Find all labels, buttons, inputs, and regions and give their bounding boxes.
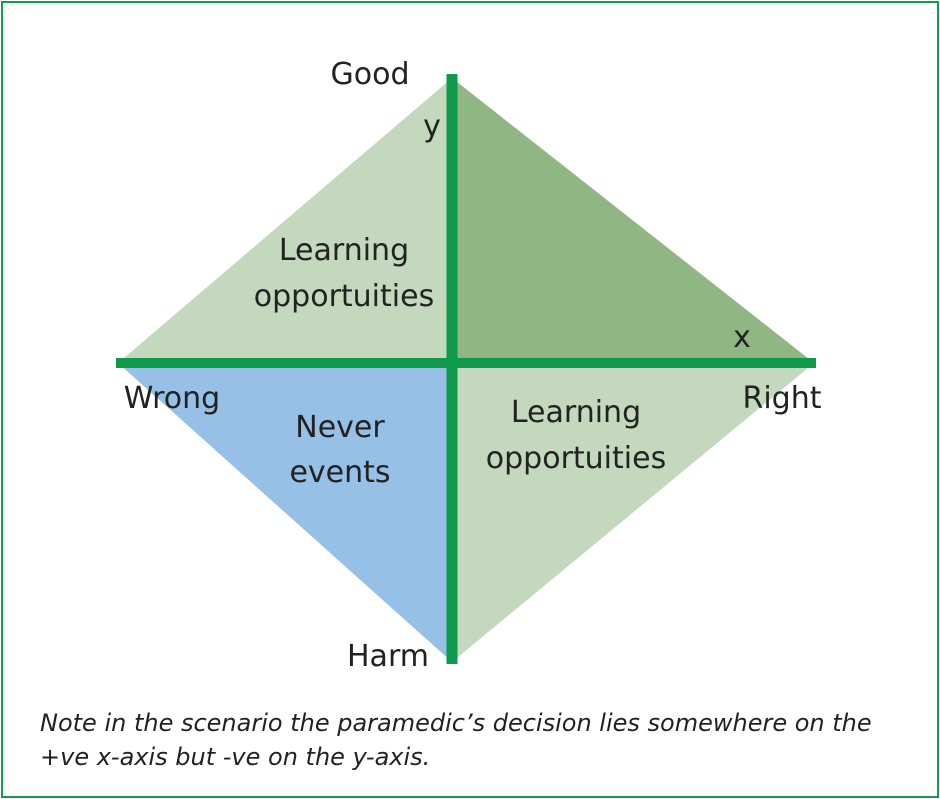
label-y-axis: y xyxy=(423,109,441,144)
label-good: Good xyxy=(331,57,410,92)
bottom-left-line2: events xyxy=(289,455,390,490)
top-left-line1: Learning xyxy=(279,233,409,268)
top-left-line2: opportuities xyxy=(254,279,434,314)
label-x-axis: x xyxy=(733,320,751,355)
label-wrong: Wrong xyxy=(124,381,220,416)
figure-note: Note in the scenario the paramedic’s dec… xyxy=(40,709,872,771)
bottom-right-line1: Learning xyxy=(511,395,641,430)
region-top-right xyxy=(452,78,814,363)
bottom-left-line1: Never xyxy=(295,410,385,445)
region-bottom-right xyxy=(452,363,814,662)
region-top-left xyxy=(118,78,452,363)
label-right: Right xyxy=(743,381,822,416)
region-bottom-left xyxy=(118,363,452,662)
label-harm: Harm xyxy=(347,639,429,674)
quadrant-diagram: Good Harm Wrong Right y x Learning oppor… xyxy=(116,57,822,674)
bottom-right-line2: opportuities xyxy=(486,441,666,476)
